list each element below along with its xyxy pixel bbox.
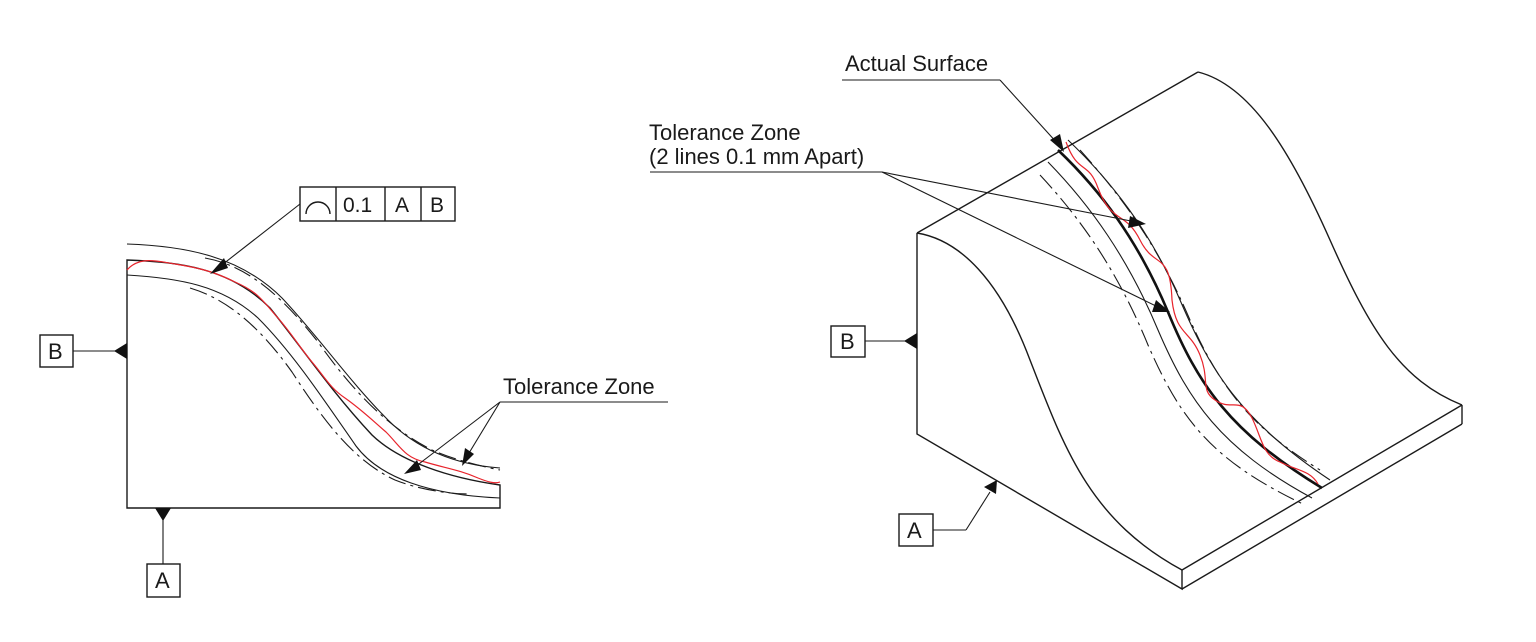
- actual-surface-leader: [999, 79, 1059, 145]
- right-tolerance-zone-label-1: Tolerance Zone: [649, 120, 801, 145]
- right-datum-b-label: B: [840, 329, 855, 354]
- right-actual-surface: [1065, 141, 1319, 485]
- fcf-tolerance-value: 0.1: [343, 194, 372, 217]
- left-centerline-upper: [204, 257, 501, 471]
- right-tolerance-line-inner: [1047, 161, 1313, 499]
- actual-surface-label: Actual Surface: [845, 51, 988, 76]
- right-tolerance-leader-1: [881, 171, 1137, 223]
- right-datum-a-label: A: [907, 518, 922, 543]
- actual-surface-arrow: [1050, 134, 1064, 152]
- left-tolerance-arrow-2: [462, 448, 474, 466]
- right-isometric-view: Actual Surface Tolerance Zone (2 lines 0…: [649, 51, 1463, 591]
- right-front-curve: [916, 232, 1183, 571]
- left-datum-b-label: B: [48, 339, 63, 364]
- right-centerline-inner: [1039, 174, 1306, 506]
- feature-control-frame: 0.1 A B: [299, 186, 456, 222]
- left-tolerance-arrow-1: [404, 460, 421, 474]
- profile-of-a-line-icon: [305, 201, 331, 215]
- left-tolerance-outer-line: [126, 243, 501, 469]
- left-tolerance-leader-2: [465, 401, 501, 459]
- left-datum-a-feature: A: [146, 508, 181, 598]
- right-bottom-right-edge-lower: [1181, 423, 1463, 590]
- left-tolerance-leader-1: [410, 401, 501, 471]
- fcf-datum-primary: A: [395, 194, 409, 217]
- right-top-back-edge: [916, 71, 1199, 234]
- right-back-curve: [1197, 71, 1463, 406]
- left-tolerance-zone-label: Tolerance Zone: [503, 374, 655, 399]
- right-datum-a-triangle: [984, 480, 997, 494]
- fcf-datum-secondary: B: [430, 194, 444, 217]
- left-datum-a-triangle: [155, 508, 171, 521]
- right-tolerance-arrow-1: [1128, 216, 1146, 228]
- left-tolerance-inner-line: [126, 274, 501, 499]
- left-part-outline: [126, 259, 501, 509]
- left-actual-surface: [126, 260, 501, 484]
- left-profile-view: 0.1 A B B A Tolerance Zone: [39, 186, 668, 598]
- fcf-leader-arrow: [210, 258, 228, 274]
- right-datum-b-feature: B: [830, 325, 917, 358]
- fcf-leader-line: [217, 203, 301, 269]
- right-datum-b-triangle: [904, 333, 917, 349]
- left-centerline-lower: [189, 287, 471, 495]
- right-tolerance-leader-2: [881, 171, 1161, 309]
- right-tolerance-line-outer: [1067, 139, 1331, 481]
- left-datum-a-label: A: [155, 568, 170, 593]
- right-nominal-profile: [1057, 149, 1323, 490]
- right-tolerance-arrow-2: [1152, 300, 1170, 312]
- left-datum-b-feature: B: [39, 334, 127, 368]
- left-datum-b-triangle: [114, 343, 127, 359]
- right-datum-a-feature: A: [898, 480, 997, 547]
- right-centerline-outer: [1079, 149, 1321, 471]
- right-tolerance-zone-label-2: (2 lines 0.1 mm Apart): [649, 144, 864, 169]
